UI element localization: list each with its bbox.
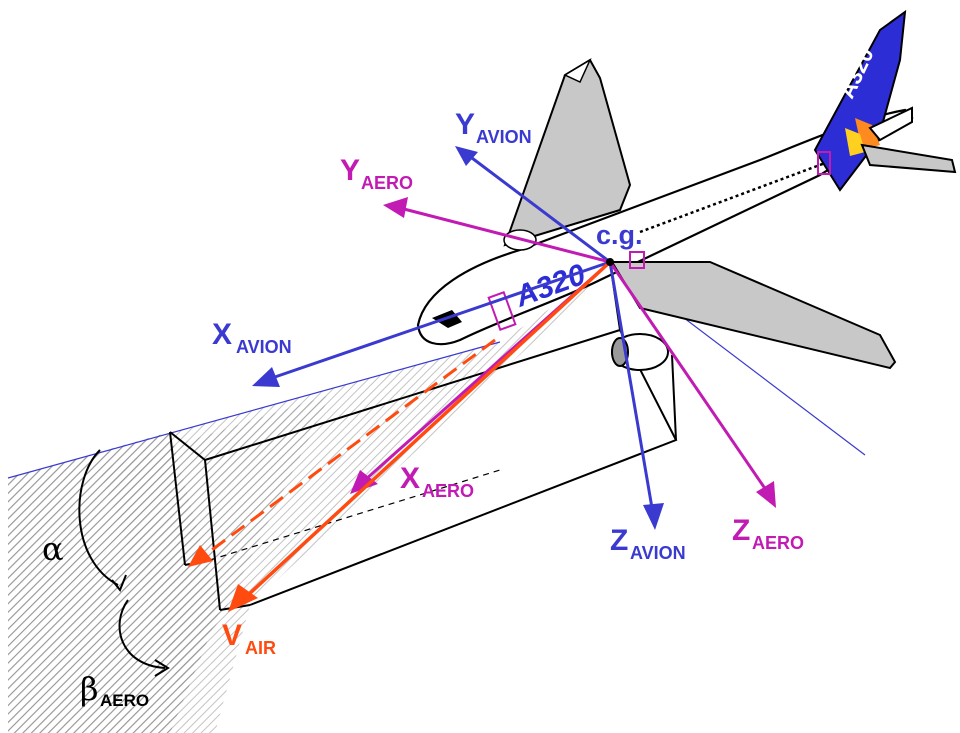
x-avion-label-sub: AVION (236, 337, 292, 357)
alpha-arc (78, 449, 119, 586)
x-avion-extension-line (7, 341, 501, 479)
y-avion-arrow (467, 153, 611, 264)
beta-label-main: β (80, 670, 99, 708)
y-avion-label-sub: AVION (476, 127, 532, 147)
z-aero-label-main: Z (732, 514, 750, 547)
cg-point (606, 258, 614, 266)
y-avion-label-main: Y (455, 108, 475, 141)
x-avion-arrow (271, 260, 611, 380)
cg-marker (629, 251, 645, 269)
v-air-projection-arrow (204, 338, 496, 557)
y-aero-arrow (399, 206, 611, 264)
angle-arcs (78, 449, 170, 677)
v-air-label-main: V (222, 619, 242, 652)
y-aero-label-main: Y (340, 154, 360, 187)
cg-label: c.g. (596, 220, 643, 250)
right-stabilizer (860, 143, 957, 174)
z-avion-arrow (608, 261, 654, 509)
z-aero-label-sub: AERO (752, 533, 804, 553)
v-air-label-sub: AIR (245, 638, 276, 658)
y-aero-label-sub: AERO (361, 173, 413, 193)
x-avion-label-main: X (212, 318, 232, 351)
beta-arc (118, 599, 166, 669)
axis-arrows (188, 146, 776, 612)
z-avion-label-sub: AVION (630, 543, 686, 563)
aircraft: A320 A320 (416, 9, 957, 371)
v-air-arrow (246, 260, 612, 597)
x-aero-label-main: X (400, 462, 420, 495)
axis-labels: c.g. Y AVION Y AERO X AVION X AERO Z AVI… (42, 108, 804, 710)
alpha-label: α (42, 530, 64, 568)
z-avion-label-main: Z (610, 524, 628, 557)
x-aero-label-sub: AERO (422, 481, 474, 501)
fuselage-door (487, 291, 517, 331)
rear-door (817, 151, 831, 175)
vertical-tail (813, 9, 907, 192)
beta-label-sub: AERO (100, 691, 149, 710)
z-aero-arrow (608, 261, 768, 491)
